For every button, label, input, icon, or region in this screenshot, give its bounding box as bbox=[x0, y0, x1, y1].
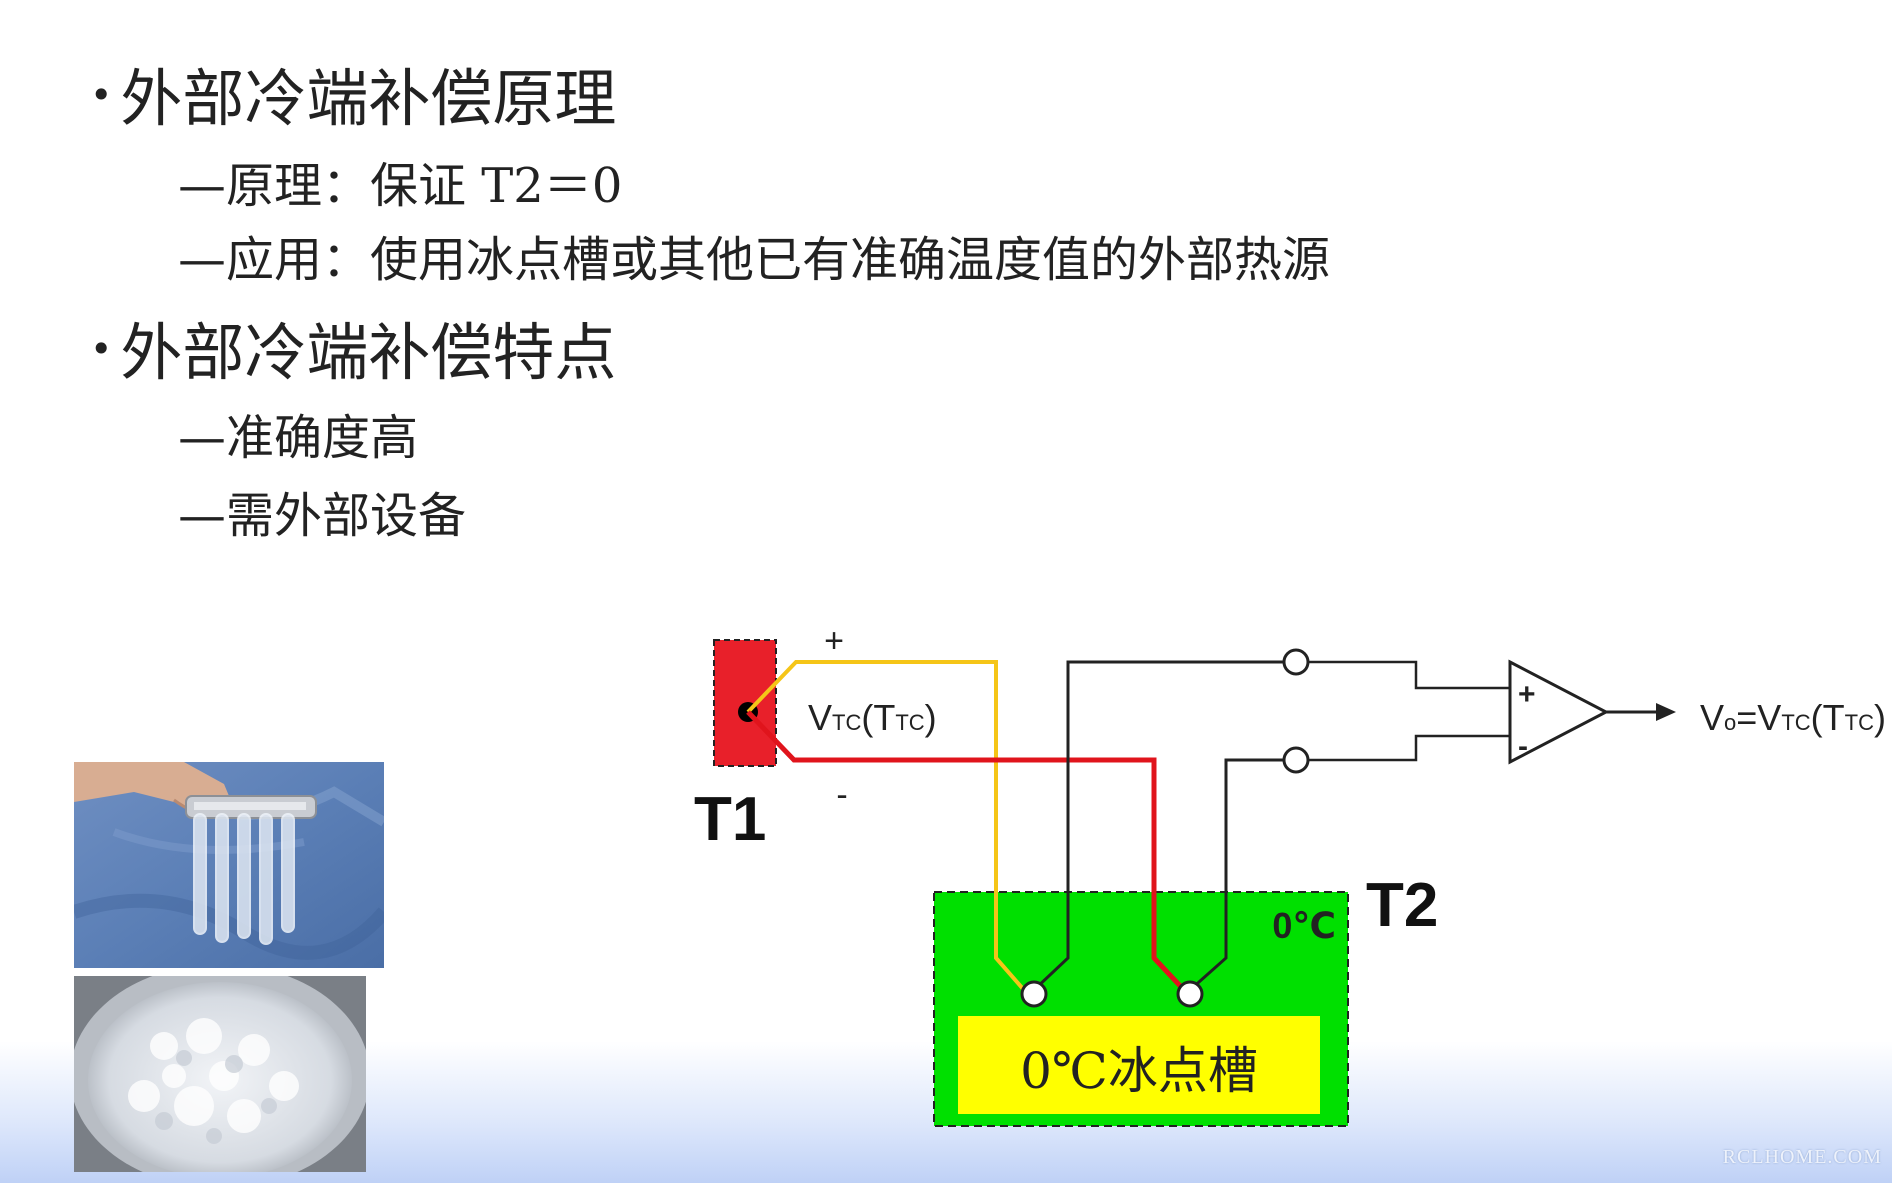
photo-ice-point-tubes-image bbox=[74, 762, 384, 968]
ice-bath-label: 0℃冰点槽 bbox=[1020, 1042, 1258, 1100]
sub-item-equipment-text: 需外部设备 bbox=[226, 488, 467, 544]
sub-item-equipment: —需外部设备 bbox=[178, 492, 466, 540]
dash-icon: — bbox=[178, 158, 226, 214]
watermark: RCLHOME.COM bbox=[1722, 1146, 1882, 1168]
negative-thermocouple-wire bbox=[746, 710, 1186, 992]
bath-terminal-left bbox=[1020, 980, 1048, 1008]
ice-bath-label-box bbox=[958, 1016, 1320, 1114]
bath-terminal-right bbox=[1176, 980, 1204, 1008]
sub-item-accuracy: —准确度高 bbox=[178, 414, 418, 462]
opamp-minus-sign: - bbox=[1518, 730, 1528, 763]
copper-wire-positive bbox=[1032, 660, 1286, 992]
bullet-features-text: 外部冷端补偿特点 bbox=[120, 316, 617, 389]
sub-item-principle-text: 原理：保证 T2＝0 bbox=[226, 158, 623, 214]
photo-crushed-ice-image bbox=[74, 976, 366, 1172]
ice-bath-temperature: 0℃ bbox=[1272, 905, 1336, 946]
opamp-plus-sign: + bbox=[1518, 678, 1536, 711]
t2-label: T2 bbox=[1366, 871, 1438, 940]
sub-item-application-text: 应用：使用冰点槽或其他已有准确温度值的外部热源 bbox=[226, 232, 1331, 288]
sub-item-principle: —原理：保证 T2＝0 bbox=[178, 162, 622, 210]
wire-plus-label: + bbox=[824, 622, 844, 660]
positive-thermocouple-wire bbox=[746, 660, 1026, 992]
dash-icon: — bbox=[178, 488, 226, 544]
output-terminal-positive bbox=[1282, 648, 1310, 676]
thermocouple-voltage-label: VTC(TTC) bbox=[808, 697, 937, 738]
wire-minus-label: - bbox=[836, 776, 847, 814]
bullet-dot-icon: • bbox=[90, 73, 113, 117]
opamp-input-lead-minus bbox=[1308, 734, 1510, 762]
output-voltage-label: Vo=VTC(TTC) bbox=[1700, 697, 1886, 738]
sub-item-accuracy-text: 准确度高 bbox=[226, 410, 419, 466]
opamp-symbol bbox=[1508, 659, 1610, 765]
dash-icon: — bbox=[178, 232, 226, 288]
photo-ice-point-tubes bbox=[74, 762, 384, 968]
bullet-dot-icon: • bbox=[90, 327, 113, 371]
sub-item-application: —应用：使用冰点槽或其他已有准确温度值的外部热源 bbox=[178, 236, 1330, 284]
copper-wire-negative bbox=[1189, 758, 1286, 992]
dash-icon: — bbox=[178, 410, 226, 466]
opamp-input-lead-plus bbox=[1308, 660, 1510, 690]
photo-crushed-ice bbox=[74, 976, 366, 1172]
t1-label: T1 bbox=[694, 785, 766, 854]
output-terminal-negative bbox=[1282, 746, 1310, 774]
bullet-principle: •外部冷端补偿原理 bbox=[90, 68, 616, 130]
bullet-principle-text: 外部冷端补偿原理 bbox=[120, 62, 617, 135]
output-arrow-icon bbox=[1656, 703, 1676, 721]
bullet-features: •外部冷端补偿特点 bbox=[90, 322, 616, 384]
